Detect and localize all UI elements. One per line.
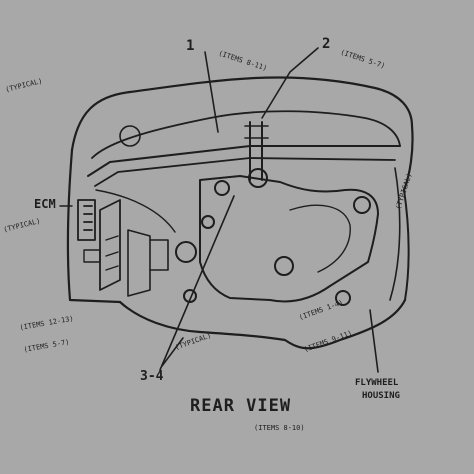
callouts: 1 2 3-4 ECM (34, 36, 330, 384)
bolt-hole (214, 180, 230, 196)
bolt-hole (353, 196, 371, 214)
label-bottom-b: (ITEMS 1-4) (298, 299, 344, 322)
rear-plate (199, 175, 379, 303)
callout-1: 1 (186, 38, 194, 54)
bolt-hole (274, 256, 294, 276)
leader-lines (59, 47, 379, 373)
label-left-1: (TYPICAL) (3, 217, 42, 234)
bolt-holes (119, 125, 371, 306)
view-subtitle: (ITEMS 8-10) (254, 424, 305, 432)
view-title: REAR VIEW (190, 396, 291, 416)
callout-3-4: 3-4 (140, 369, 164, 384)
label-left-2: (ITEMS 12-13) (19, 315, 74, 332)
bolt-hole (175, 241, 197, 263)
engine-outline (66, 76, 414, 350)
bolt-hole (119, 125, 141, 147)
label-top-mid: (ITEMS 8-11) (217, 49, 268, 72)
callout-2: 2 (322, 36, 330, 52)
view-title-group: REAR VIEW (ITEMS 8-10) (190, 396, 305, 432)
label-left-3: (ITEMS 5-7) (23, 338, 70, 354)
left-details (77, 199, 169, 297)
label-bottom-a: (TYPICAL) (174, 331, 212, 351)
bolt-hole (201, 215, 215, 229)
label-top-left: (TYPICAL) (5, 77, 44, 94)
label-top-right: (ITEMS 5-7) (339, 48, 386, 70)
bolt-hole (335, 290, 351, 306)
label-bottom-c: (ITEMS 9-11) (303, 329, 353, 354)
flywheel-housing-label: FLYWHEEL HOUSING (355, 378, 400, 401)
flywheel-label-line1: FLYWHEEL (355, 378, 399, 388)
annotation-labels: (ITEMS 8-11) (ITEMS 5-7) (TYPICAL) (TYPI… (3, 48, 414, 354)
callout-ecm: ECM (34, 197, 56, 211)
flywheel-label-line2: HOUSING (362, 391, 400, 401)
harness-routing (95, 121, 269, 233)
bolt-hole (183, 289, 197, 303)
